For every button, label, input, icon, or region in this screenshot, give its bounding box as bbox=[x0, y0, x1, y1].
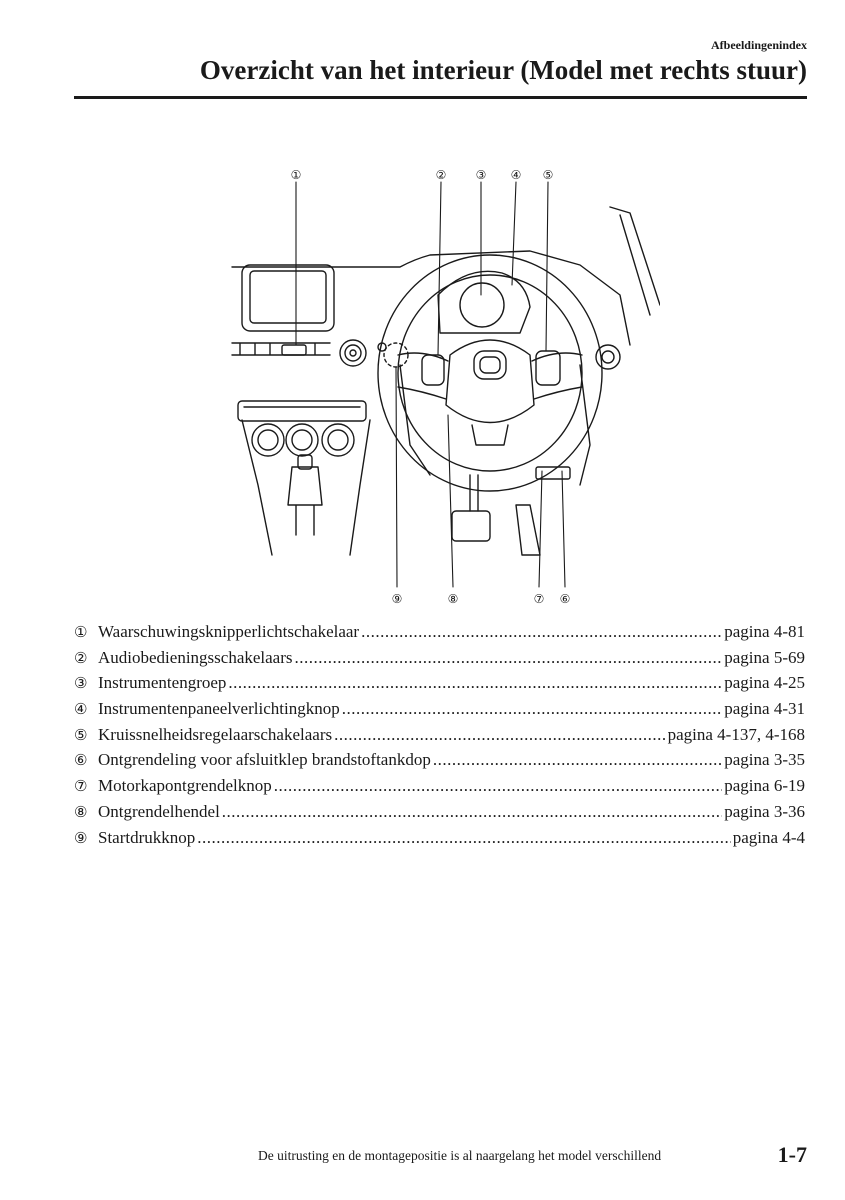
steering-wheel-emblem bbox=[473, 350, 507, 380]
steering-wheel-hub bbox=[445, 339, 535, 424]
steering-wheel-inner bbox=[397, 274, 583, 472]
callout-leaders bbox=[295, 181, 566, 588]
item-number: ⑨ bbox=[74, 828, 88, 847]
right-vent bbox=[595, 344, 621, 370]
footer-note: De uitrusting en de montagepositie is al… bbox=[258, 1148, 662, 1163]
instrument-cluster bbox=[437, 270, 531, 334]
steering-spoke-bottom bbox=[471, 424, 509, 446]
list-item: ⑥ Ontgrendeling voor afsluitklep brandst… bbox=[74, 750, 805, 776]
list-item: ② Audiobedieningsschakelaars pagina 5-69 bbox=[74, 648, 805, 674]
item-page-reference: pagina 4-81 bbox=[724, 622, 805, 641]
item-label: Kruissnelheidsregelaarschakelaars bbox=[98, 724, 333, 744]
item-label: Ontgrendeling voor afsluitklep brandstof… bbox=[98, 750, 431, 770]
list-item: ③ Instrumentengroep pagina 4-25 bbox=[74, 673, 805, 699]
list-item: ⑨ Startdrukknop pagina 4-4 bbox=[74, 828, 805, 854]
callout-9: ⑨ bbox=[392, 592, 403, 606]
audio-switches bbox=[421, 354, 445, 386]
climate-knob-center bbox=[285, 423, 319, 457]
list-item: ⑤ Kruissnelheidsregelaarschakelaars pagi… bbox=[74, 725, 805, 751]
interior-illustration: ① ② ③ ④ ⑤ ⑨ ⑧ ⑦ ⑥ bbox=[231, 168, 660, 606]
list-item: ⑧ Ontgrendelhendel pagina 3-36 bbox=[74, 802, 805, 828]
start-button-outline bbox=[383, 342, 409, 368]
climate-panel bbox=[237, 400, 367, 422]
callout-7: ⑦ bbox=[534, 592, 545, 606]
callout-3: ③ bbox=[476, 168, 487, 182]
hazard-switch bbox=[281, 344, 307, 356]
item-label: Motorkapontgrendelknop bbox=[98, 776, 272, 796]
item-page-reference: pagina 4-4 bbox=[732, 827, 805, 847]
item-number: ③ bbox=[74, 674, 88, 693]
brake-pedal bbox=[451, 510, 491, 542]
list-item: ⑦ Motorkapontgrendelknop pagina 6-19 bbox=[74, 776, 805, 802]
list-item: ④ Instrumentenpaneelverlichtingknop pagi… bbox=[74, 699, 805, 725]
item-page-reference: pagina 3-35 bbox=[724, 750, 805, 770]
item-number: ⑤ bbox=[74, 725, 88, 744]
lower-dash bbox=[399, 364, 591, 486]
item-number: ④ bbox=[74, 700, 88, 719]
steering-spoke-left bbox=[397, 352, 449, 400]
item-number: ⑧ bbox=[74, 802, 88, 821]
center-vent bbox=[231, 342, 331, 356]
item-label: Instrumentenpaneelverlichtingknop bbox=[98, 699, 340, 719]
dot-leader bbox=[334, 725, 665, 745]
callout-8: ⑧ bbox=[448, 592, 459, 606]
center-console bbox=[241, 419, 371, 556]
dot-leader bbox=[228, 673, 722, 693]
item-page-reference: pagina 6-19 bbox=[724, 776, 805, 796]
title-rule bbox=[74, 96, 807, 99]
navigation-screen bbox=[241, 264, 335, 332]
section-label: Afbeeldingenindex bbox=[710, 38, 807, 52]
item-label: Ontgrendelhendel bbox=[98, 801, 220, 821]
dot-leader bbox=[222, 802, 722, 822]
callout-2: ② bbox=[436, 168, 447, 182]
accelerator-pedal bbox=[515, 504, 541, 556]
callout-1: ① bbox=[291, 168, 302, 182]
index-list: ① Waarschuwingsknipperlichtschakelaar pa… bbox=[74, 622, 805, 853]
a-pillar bbox=[609, 206, 660, 316]
dot-leader bbox=[433, 750, 722, 770]
dot-leader bbox=[274, 776, 723, 796]
page-title: Overzicht van het interieur (Model met r… bbox=[199, 55, 807, 85]
callout-6: ⑥ bbox=[560, 592, 571, 606]
dot-leader bbox=[361, 622, 722, 642]
steering-wheel-outer bbox=[377, 254, 603, 492]
page-number: 1-7 bbox=[777, 1142, 807, 1167]
callout-4: ④ bbox=[511, 168, 522, 182]
item-page-reference: pagina 4-25 bbox=[724, 673, 805, 693]
item-page-reference: pagina 4-31 bbox=[724, 699, 805, 719]
dot-leader bbox=[342, 699, 723, 719]
item-page-reference: pagina 4-137, 4-168 bbox=[667, 724, 805, 744]
item-label: Startdrukknop bbox=[98, 827, 196, 847]
item-number: ⑦ bbox=[74, 777, 88, 796]
dot-leader bbox=[197, 828, 730, 848]
callout-5: ⑤ bbox=[543, 168, 554, 182]
list-item: ① Waarschuwingsknipperlichtschakelaar pa… bbox=[74, 622, 805, 648]
shift-lever bbox=[287, 466, 323, 536]
item-number: ② bbox=[74, 648, 88, 667]
item-label: Instrumentengroep bbox=[98, 673, 227, 693]
cruise-switches bbox=[535, 350, 561, 386]
item-page-reference: pagina 3-36 bbox=[724, 801, 805, 821]
release-switches bbox=[535, 466, 571, 480]
item-page-reference: pagina 5-69 bbox=[724, 647, 805, 667]
item-number: ① bbox=[74, 623, 88, 641]
item-number: ⑥ bbox=[74, 751, 88, 770]
dashboard-outline bbox=[231, 250, 631, 346]
dot-leader bbox=[295, 648, 723, 668]
item-label: Waarschuwingsknipperlichtschakelaar bbox=[98, 622, 360, 641]
steering-spoke-right bbox=[531, 352, 583, 400]
climate-knob-right bbox=[321, 423, 355, 457]
item-label: Audiobedieningsschakelaars bbox=[98, 647, 293, 667]
left-vent bbox=[339, 339, 367, 367]
climate-knob-left bbox=[251, 423, 285, 457]
